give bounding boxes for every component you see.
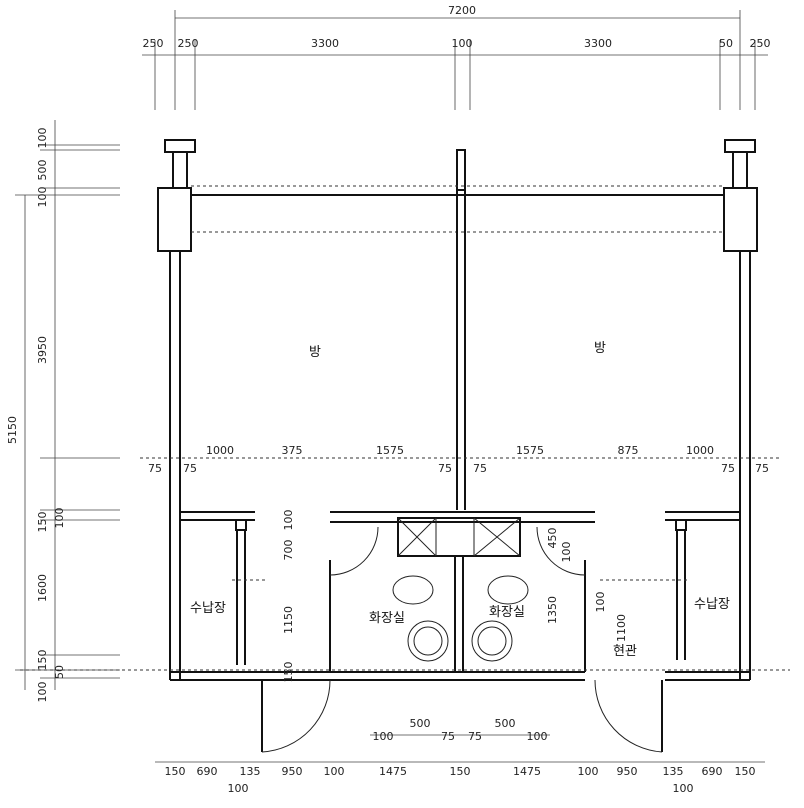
dim-top-7: 250 [750, 37, 771, 50]
bath-right-label: 화장실 [489, 605, 525, 620]
top-dimension-lines [142, 10, 768, 110]
bath-left-label: 화장실 [369, 611, 405, 626]
dim-side-5: 75 [721, 462, 735, 475]
dim-inner-3: 1150 [282, 606, 295, 634]
dim-inner-5: 450 [546, 528, 559, 549]
dim-bottom-12: 690 [702, 765, 723, 778]
dim-left-top-2: 500 [36, 160, 49, 181]
dim-inner-1: 100 [282, 510, 295, 531]
dim-inner-2: 700 [282, 540, 295, 561]
dim-side-3: 75 [438, 462, 452, 475]
dim-top-1: 250 [143, 37, 164, 50]
dim-left-top-1: 100 [36, 128, 49, 149]
dim-mid-2: 375 [282, 444, 303, 457]
exterior-walls [169, 190, 751, 680]
dim-bottom-10: 950 [617, 765, 638, 778]
dim-left-total: 5150 [6, 416, 19, 444]
dim-left-top-3: 100 [36, 187, 49, 208]
dim-top-6: 50 [719, 37, 733, 50]
dim-top-2: 250 [178, 37, 199, 50]
dim-mid-5: 875 [618, 444, 639, 457]
dim-side-2: 75 [183, 462, 197, 475]
storage-left-label: 수납장 [190, 601, 226, 616]
entrance-label: 현관 [613, 644, 637, 659]
dim-bottom-11: 135 [663, 765, 684, 778]
dim-top-total: 7200 [448, 4, 476, 17]
dim-binner-1: 100 [373, 730, 394, 743]
column-right [723, 139, 758, 252]
column-left [157, 139, 196, 252]
dim-bottom-7: 150 [450, 765, 471, 778]
dim-mid-1: 1000 [206, 444, 234, 457]
dim-side-1: 75 [148, 462, 162, 475]
dim-binner-5: 500 [495, 717, 516, 730]
dim-left-b3: 1600 [36, 574, 49, 602]
dim-bottom-4: 950 [282, 765, 303, 778]
dim-mid-3: 1575 [376, 444, 404, 457]
dim-bottom-1: 150 [165, 765, 186, 778]
dim-inner-9: 1100 [615, 614, 628, 642]
dim-bottom-13: 150 [735, 765, 756, 778]
dim-left-b4: 150 [36, 650, 49, 671]
left-dimension-lines [15, 120, 120, 690]
dim-left-b2: 100 [53, 508, 66, 529]
dim-side-4: 75 [473, 462, 487, 475]
dim-bottom-5: 100 [324, 765, 345, 778]
dim-mid-4: 1575 [516, 444, 544, 457]
dim-bottom-extra-2: 100 [673, 782, 694, 795]
center-wall-stub [456, 149, 466, 191]
dim-bottom-extra-1: 100 [228, 782, 249, 795]
bottom-wall [20, 669, 790, 681]
dim-inner-6: 100 [560, 542, 573, 563]
storage-right-label: 수납장 [694, 597, 730, 612]
entrance-doors [261, 679, 663, 753]
dim-side-6: 75 [755, 462, 769, 475]
dim-top-5: 3300 [584, 37, 612, 50]
dim-mid-6: 1000 [686, 444, 714, 457]
dim-inner-4: 150 [282, 662, 295, 683]
dim-inner-8: 100 [594, 592, 607, 613]
dim-binner-4: 75 [468, 730, 482, 743]
dim-bottom-6: 1475 [379, 765, 407, 778]
dim-bottom-3: 135 [240, 765, 261, 778]
dim-left-main: 3950 [36, 336, 49, 364]
dim-left-b6: 50 [53, 665, 66, 679]
bathroom-block [329, 511, 595, 672]
dim-bottom-9: 100 [578, 765, 599, 778]
dim-top-3: 3300 [311, 37, 339, 50]
room-right-label: 방 [594, 341, 606, 356]
storage-left [180, 511, 265, 665]
dim-left-b5: 100 [36, 682, 49, 703]
dim-left-b1: 150 [36, 512, 49, 533]
dim-binner-3: 75 [441, 730, 455, 743]
storage-right [600, 511, 740, 660]
dim-top-4: 100 [452, 37, 473, 50]
room-left-label: 방 [309, 345, 321, 360]
dim-bottom-2: 690 [197, 765, 218, 778]
dim-inner-7: 1350 [546, 596, 559, 624]
dim-bottom-8: 1475 [513, 765, 541, 778]
dim-binner-6: 100 [527, 730, 548, 743]
dim-binner-2: 500 [410, 717, 431, 730]
